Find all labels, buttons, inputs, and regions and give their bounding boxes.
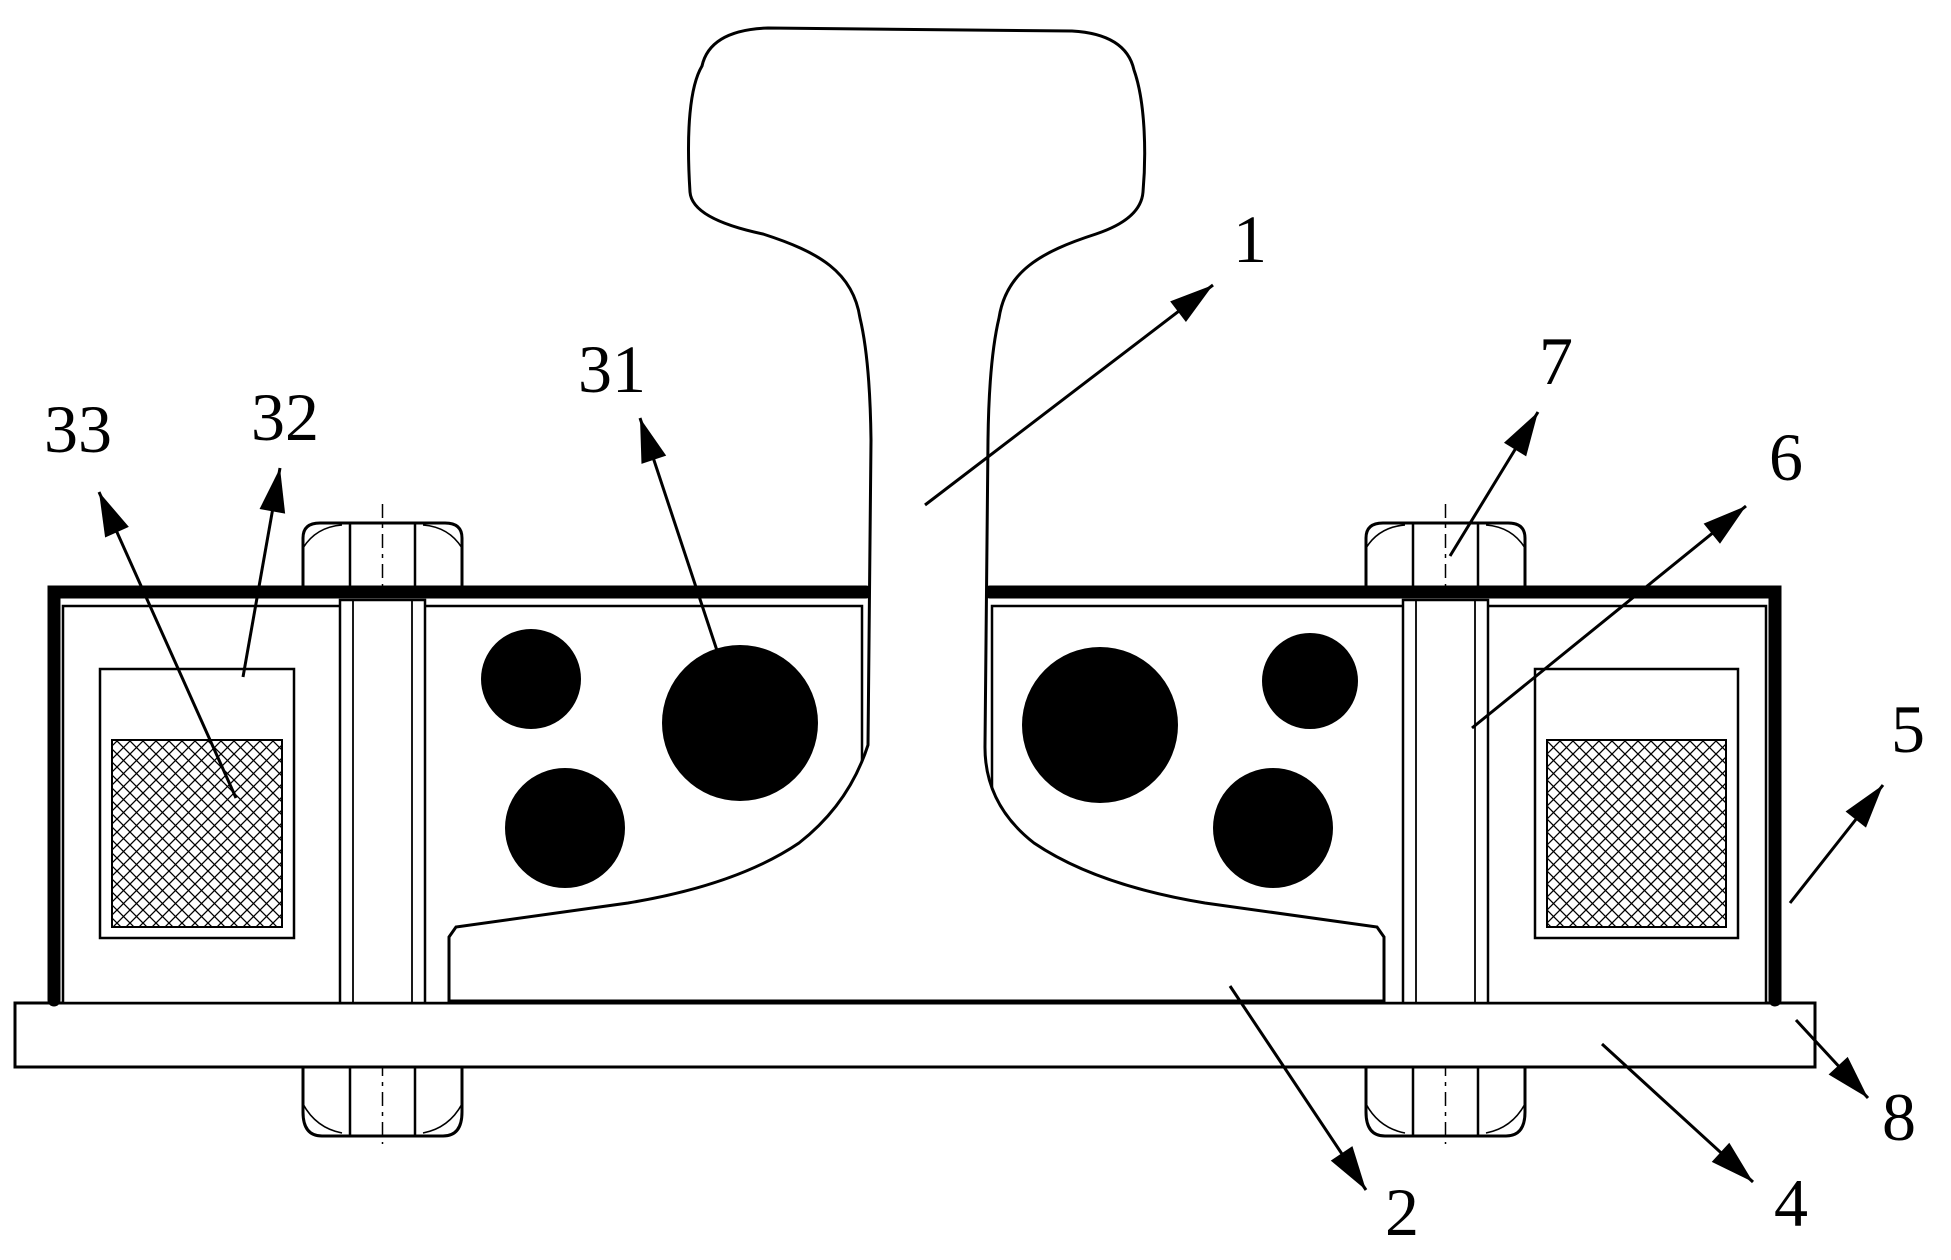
leader-line-31 <box>638 417 740 715</box>
leader-line-33 <box>97 491 238 799</box>
callout-5: 5 <box>1788 691 1925 904</box>
right-top-bolt <box>1364 502 1527 598</box>
callout-6: 6 <box>1471 419 1803 730</box>
right-mass-block <box>1533 667 1740 940</box>
damping-ball <box>1022 647 1178 803</box>
callout-2: 2 <box>1228 985 1419 1250</box>
right-channel-wall <box>1401 598 1490 1005</box>
callout-1: 1 <box>924 201 1267 507</box>
base-plate <box>13 1001 1817 1069</box>
damping-ball <box>481 629 581 729</box>
callout-4: 4 <box>1600 1042 1808 1241</box>
label-5: 5 <box>1891 691 1925 767</box>
right-bottom-nut <box>1364 1060 1527 1146</box>
callout-8: 8 <box>1794 1018 1916 1155</box>
label-2: 2 <box>1385 1174 1419 1250</box>
leader-line-32 <box>241 467 286 678</box>
left-bolt-channel <box>338 598 427 1005</box>
damping-balls <box>481 629 1358 888</box>
callout-32: 32 <box>241 379 319 678</box>
label-32: 32 <box>251 379 319 455</box>
left-block-hatched-core <box>111 739 283 928</box>
left-channel-wall <box>338 598 427 1005</box>
right-thick-liner <box>983 585 1782 1007</box>
leader-line-5 <box>1788 784 1885 904</box>
callout-31: 31 <box>578 331 740 715</box>
leader-line-8 <box>1794 1018 1870 1100</box>
label-31: 31 <box>578 331 646 407</box>
rail-profile <box>447 26 1386 1003</box>
label-8: 8 <box>1882 1079 1916 1155</box>
leader-line-1 <box>924 283 1214 507</box>
left-thick-liner <box>47 585 873 1007</box>
right-block-hatched-core <box>1546 739 1727 928</box>
label-1: 1 <box>1233 201 1267 277</box>
label-7: 7 <box>1539 323 1573 399</box>
label-33: 33 <box>44 391 112 467</box>
left-top-bolt <box>301 502 464 598</box>
leader-line-4 <box>1600 1042 1755 1184</box>
damping-ball <box>505 768 625 888</box>
left-bottom-nut <box>301 1060 464 1146</box>
leader-line-2 <box>1228 985 1368 1191</box>
right-bolt-channel <box>1401 598 1490 1005</box>
label-6: 6 <box>1769 419 1803 495</box>
damping-ball <box>1262 633 1358 729</box>
damping-ball <box>662 645 818 801</box>
callouts: 1 31 32 33 7 6 5 8 <box>44 201 1925 1250</box>
leader-line-6 <box>1471 504 1747 730</box>
callout-7: 7 <box>1448 323 1573 557</box>
callout-33: 33 <box>44 391 238 799</box>
leader-line-7 <box>1448 411 1540 557</box>
label-4: 4 <box>1774 1165 1808 1241</box>
damping-ball <box>1213 768 1333 888</box>
